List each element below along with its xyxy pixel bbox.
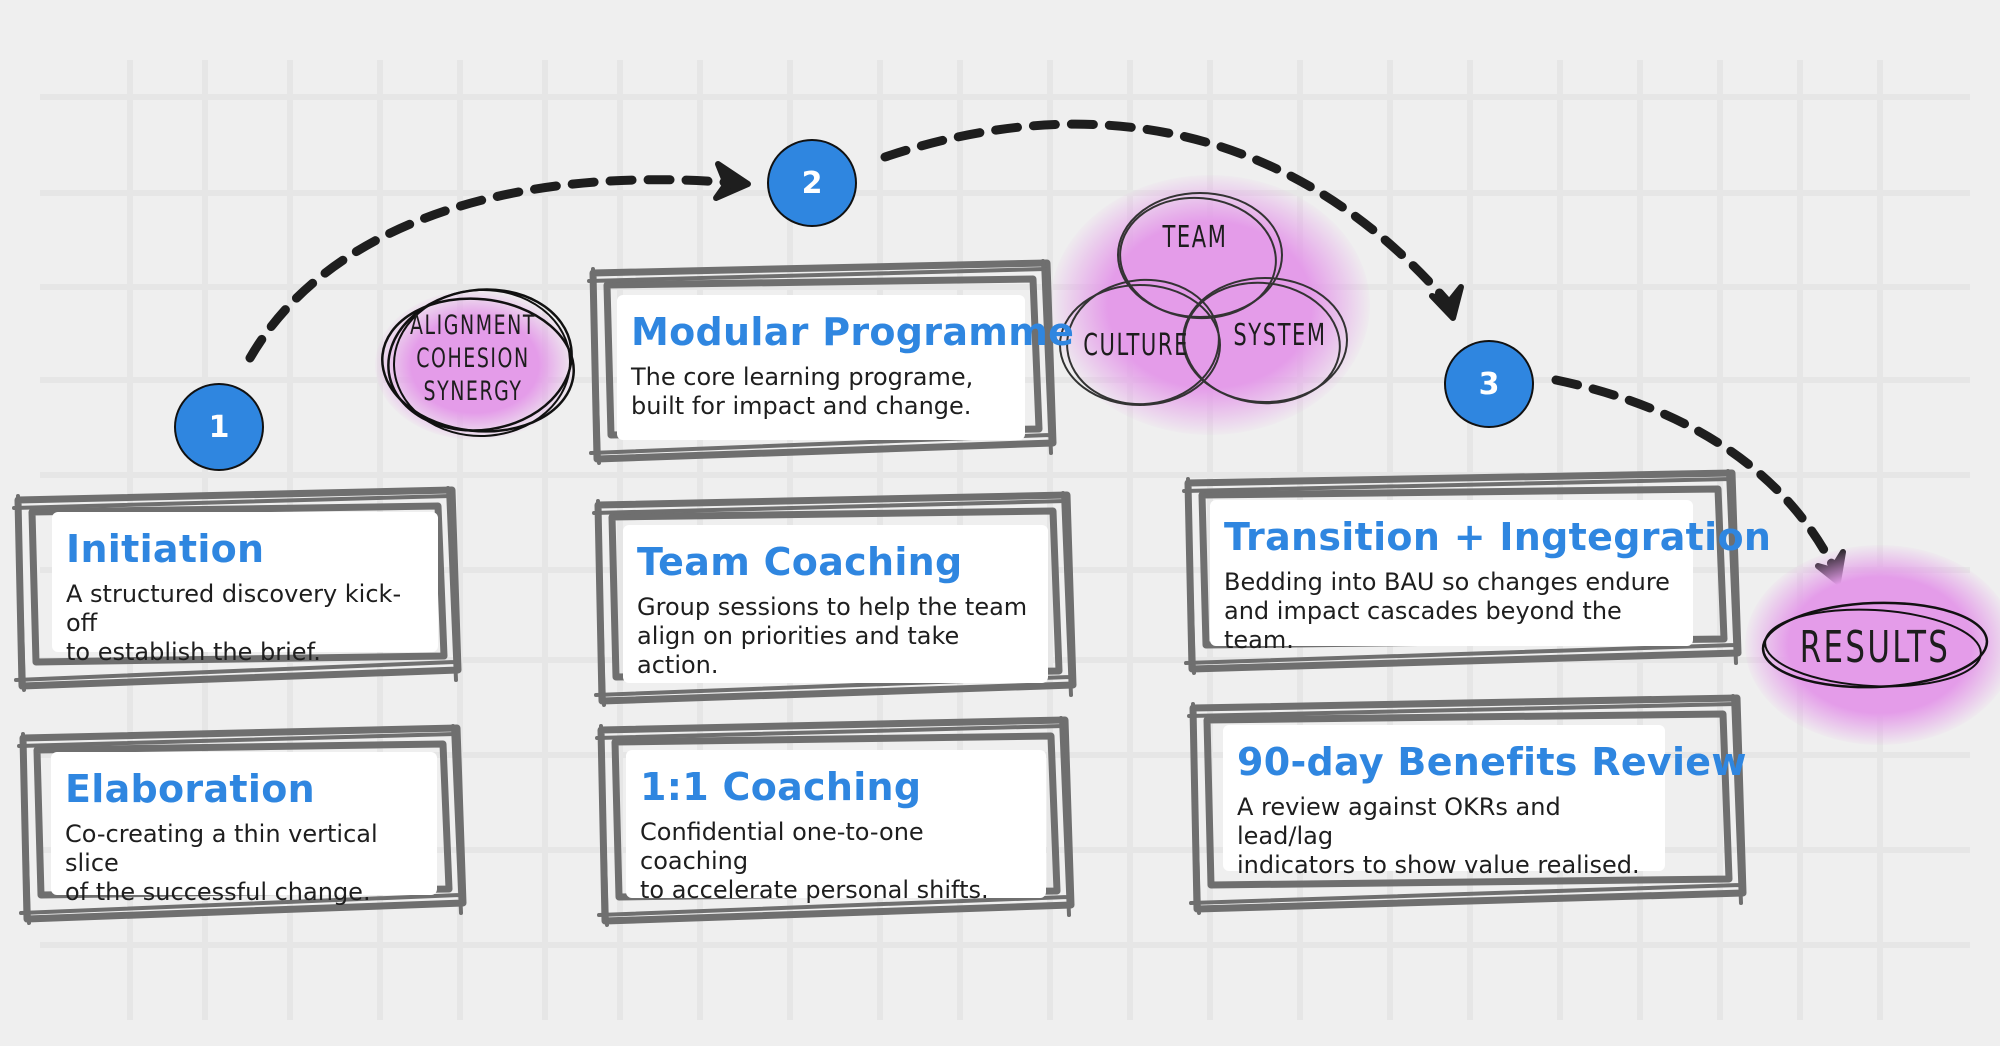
frame-stroke: [12, 486, 458, 692]
card-initiation: Initiation A structured discovery kick-o…: [10, 482, 462, 692]
card-title: 1:1 Coaching: [640, 765, 922, 809]
card-title: Elaboration: [65, 767, 315, 811]
frame-stroke: [611, 732, 1061, 901]
card-description: The core learning programe, built for im…: [631, 363, 974, 420]
step-1-badge: 1: [174, 383, 264, 471]
frame-stroke: [17, 724, 463, 925]
results-label: RESULTS: [1799, 622, 1951, 673]
sketch-frame: [1182, 469, 1742, 675]
card-title: Modular Programme: [631, 310, 1075, 354]
card-elaboration: Elaboration Co-creating a thin vertical …: [15, 720, 467, 925]
frame-stroke: [587, 259, 1053, 465]
sketch-frame: [12, 486, 462, 692]
card-title: Initiation: [66, 527, 265, 571]
arrow-head-step2: [713, 161, 751, 201]
frame-stroke: [28, 502, 448, 666]
values-badge-text: ALIGNMENT COHESION SYNERGY: [407, 309, 540, 408]
card-content: 1:1 Coaching Confidential one-to-one coa…: [626, 750, 1046, 904]
venn-circle-system: [1182, 277, 1348, 403]
card-title: Transition + Ingtegration: [1224, 515, 1772, 559]
frame-stroke: [1182, 469, 1738, 675]
card-description: A review against OKRs and lead/lag indic…: [1237, 793, 1640, 879]
step-2-badge: 2: [767, 139, 857, 227]
venn-label-culture: CULTURE: [1083, 328, 1189, 363]
venn-label-team: TEAM: [1162, 220, 1228, 255]
sketch-frame: [587, 259, 1057, 465]
arrow-head-step3: [1429, 284, 1464, 321]
card-description: Co-creating a thin vertical slice of the…: [65, 820, 378, 906]
card-description: A structured discovery kick-off to estab…: [66, 580, 402, 666]
card-modular-programme: Modular Programme The core learning prog…: [585, 255, 1075, 465]
card-description: Bedding into BAU so changes endure and i…: [1224, 568, 1670, 654]
sketch-frame: [592, 491, 1077, 707]
card-content: 90-day Benefits Review A review against …: [1223, 725, 1747, 879]
venn-diagram: [1059, 192, 1348, 406]
frame-stroke: [33, 740, 453, 899]
card-description: Confidential one-to-one coaching to acce…: [640, 818, 989, 904]
arrow-head-results: [1815, 549, 1846, 585]
frame-stroke: [595, 716, 1071, 927]
venn-circle-team: [1117, 192, 1283, 318]
value-cohesion: COHESION: [416, 343, 530, 374]
frame-stroke: [592, 491, 1073, 707]
card-content: Transition + Ingtegration Bedding into B…: [1210, 500, 1772, 654]
card-content: Initiation A structured discovery kick-o…: [52, 512, 438, 666]
card-content: Team Coaching Group sessions to help the…: [623, 525, 1048, 683]
card-90-day-benefits-review: 90-day Benefits Review A review against …: [1185, 690, 1747, 915]
value-synergy: SYNERGY: [423, 376, 523, 407]
frame-stroke: [1203, 710, 1733, 889]
sketch-frame: [1187, 694, 1747, 915]
arrow-step1-to-step2: [245, 175, 740, 363]
value-alignment: ALIGNMENT: [409, 310, 537, 341]
card-title: 90-day Benefits Review: [1237, 740, 1747, 784]
values-badge-scribble: [381, 288, 575, 438]
frame-stroke: [1198, 485, 1728, 649]
frame-stroke: [608, 507, 1063, 681]
step-3-badge: 3: [1444, 340, 1534, 428]
results-scribble: [1761, 601, 1989, 689]
sketch-frame: [595, 716, 1075, 927]
venn-label-system: SYSTEM: [1233, 318, 1327, 353]
card-content: Elaboration Co-creating a thin vertical …: [51, 752, 437, 906]
card-title: Team Coaching: [637, 540, 963, 584]
frame-stroke: [603, 275, 1043, 439]
card-description: Group sessions to help the team align on…: [637, 593, 1028, 679]
card-content: Modular Programme The core learning prog…: [617, 295, 1075, 440]
frame-stroke: [1187, 694, 1743, 915]
card-transition-integration: Transition + Ingtegration Bedding into B…: [1180, 465, 1772, 675]
card-team-coaching: Team Coaching Group sessions to help the…: [590, 487, 1077, 707]
sketch-frame: [17, 724, 467, 925]
arrow-step3-to-results: [1551, 375, 1840, 575]
arrow-step2-to-step3: [880, 119, 1455, 310]
card-one-to-one-coaching: 1:1 Coaching Confidential one-to-one coa…: [593, 712, 1075, 927]
